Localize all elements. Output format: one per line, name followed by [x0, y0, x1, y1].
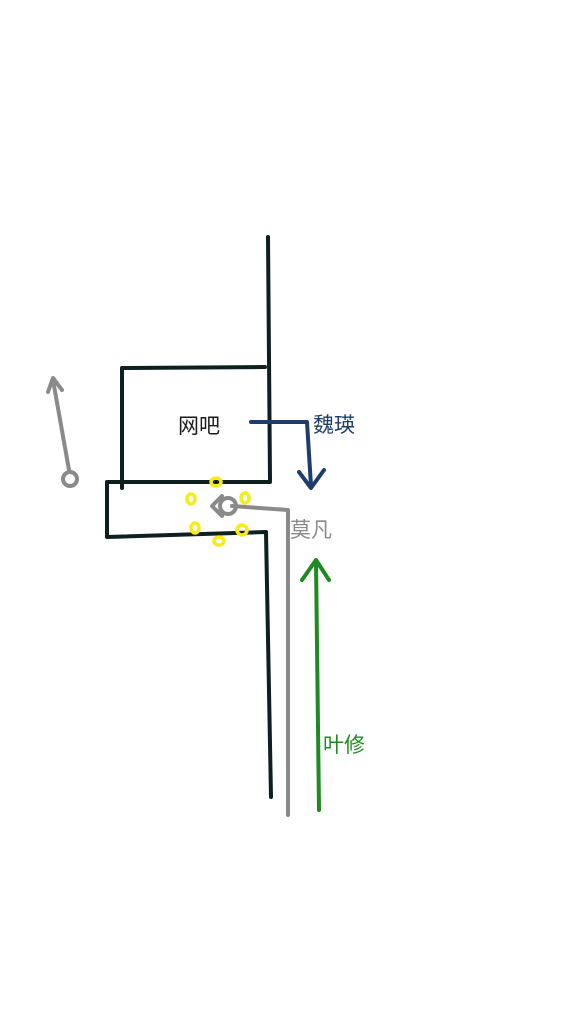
yellow-marker-group	[185, 476, 251, 547]
pointer-arrowhead	[46, 376, 64, 394]
yellow-marker	[185, 492, 197, 506]
pointer-shaft	[51, 378, 71, 472]
mofan-arrowhead	[210, 494, 224, 518]
yexiu-arrowhead	[300, 558, 331, 582]
yellow-marker	[235, 523, 249, 537]
yellow-marker	[212, 535, 226, 547]
yellow-marker	[189, 521, 201, 535]
yexiu-label: 叶修	[323, 733, 365, 757]
gray-pointer-icon	[46, 376, 79, 488]
mofan-position-marker	[218, 496, 238, 516]
doorway-outline	[105, 480, 273, 799]
main-wall-vertical	[266, 235, 272, 482]
mofan-label: 莫凡	[290, 518, 332, 542]
yexiu-path-line	[314, 560, 321, 812]
mofan-path	[210, 494, 290, 817]
yellow-marker	[209, 476, 223, 488]
weiying-label: 魏瑛	[313, 413, 355, 437]
weiying-path	[249, 420, 326, 490]
weiying-path-line	[249, 420, 313, 488]
mofan-path-line	[230, 504, 290, 817]
weiying-arrowhead	[297, 468, 326, 490]
yexiu-path	[300, 558, 331, 812]
netcafe-room-outline	[120, 365, 267, 490]
yellow-marker	[239, 491, 251, 505]
pointer-origin-circle	[61, 470, 79, 488]
netcafe-label: 网吧	[178, 414, 220, 438]
building-walls	[105, 235, 273, 799]
